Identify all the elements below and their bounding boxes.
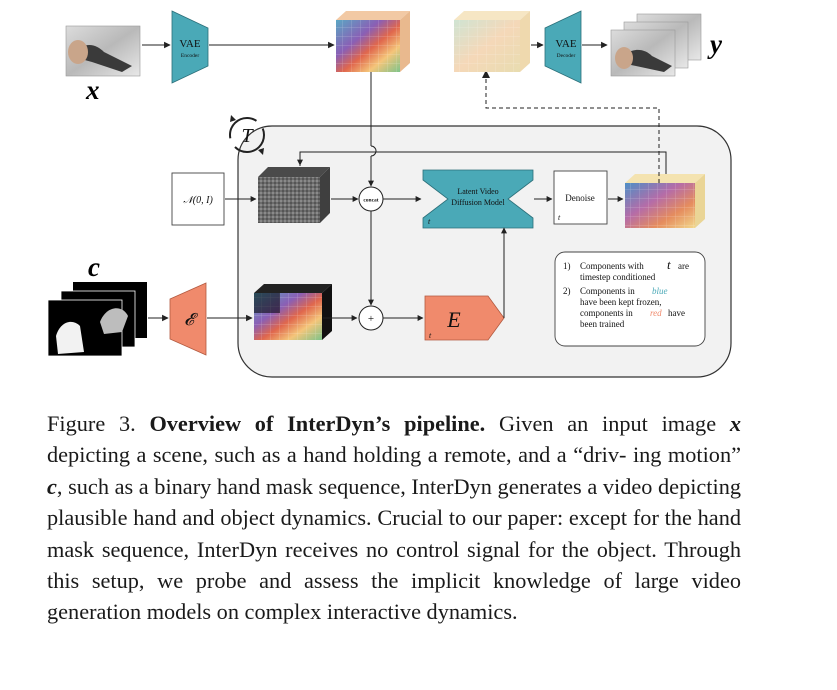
caption-line-2: depicting a scene, such as a hand holdin… bbox=[47, 442, 627, 468]
caption-line-3a: ing motion” bbox=[632, 442, 741, 468]
image-latent-cube bbox=[336, 11, 410, 72]
add-node: + bbox=[358, 305, 384, 331]
svg-text:T: T bbox=[241, 125, 254, 147]
svg-text:Denoise: Denoise bbox=[565, 193, 595, 203]
caption-line-6: receives no control signal for the objec… bbox=[47, 536, 741, 594]
svg-text:+: + bbox=[368, 313, 374, 325]
caption-line-7: probe and assess the implicit knowledge … bbox=[47, 568, 741, 625]
caption-line-1: Given an input image bbox=[499, 411, 717, 436]
output-symbol-y: y bbox=[707, 29, 723, 59]
svg-text:Latent Video: Latent Video bbox=[457, 187, 498, 196]
hand-mask-sequence bbox=[47, 282, 147, 357]
svg-text:1) Components with: 1) Components with t are timestep condit… bbox=[563, 257, 691, 329]
caption-line-8: models on complex interactive dynamics. bbox=[146, 599, 518, 625]
svg-text:𝒩(0, I): 𝒩(0, I) bbox=[183, 195, 213, 206]
svg-text:Encoder: Encoder bbox=[181, 53, 199, 59]
noise-source-box: 𝒩(0, I) bbox=[171, 172, 225, 226]
noisy-latent-cube bbox=[258, 167, 330, 223]
caption-label: Figure 3. bbox=[47, 411, 136, 436]
svg-text:concat: concat bbox=[363, 198, 378, 204]
svg-text:VAE: VAE bbox=[179, 38, 200, 50]
denoised-latent-cube bbox=[625, 174, 705, 228]
svg-text:VAE: VAE bbox=[555, 38, 576, 50]
figure-caption: Figure 3. Overview of InterDyn’s pipelin… bbox=[47, 408, 741, 628]
output-latent-cube bbox=[454, 11, 530, 72]
caption-title: Overview of InterDyn’s pipeline. bbox=[149, 411, 486, 436]
svg-text:Diffusion Model: Diffusion Model bbox=[451, 198, 505, 207]
svg-text:t: t bbox=[558, 213, 561, 222]
output-video-y bbox=[610, 13, 702, 77]
denoise-step-box: Denoise t bbox=[553, 170, 608, 225]
vae-decoder: VAE Decoder bbox=[544, 10, 582, 84]
condition-latent-cube bbox=[254, 284, 332, 340]
condition-symbol-c: c bbox=[88, 252, 100, 282]
timestep-loop-icon: T bbox=[229, 115, 265, 155]
input-symbol-x: x bbox=[85, 75, 100, 105]
svg-text:t: t bbox=[428, 217, 431, 226]
caption-line-4: generates a video depicting plausible ha… bbox=[47, 473, 741, 531]
caption-symbol-c: c bbox=[47, 473, 57, 499]
svg-text:E: E bbox=[446, 307, 461, 332]
input-image-x bbox=[65, 25, 141, 77]
condition-encoder-script-e: 𝓔 bbox=[169, 282, 207, 356]
pipeline-diagram: x VAE Encoder T 𝒩(0, I) bbox=[47, 10, 732, 378]
control-encoder-E: E t bbox=[424, 295, 505, 341]
caption-line-5: Crucial to our paper: except for the han… bbox=[47, 505, 741, 562]
legend-box: 1) Components with t are timestep condit… bbox=[554, 251, 706, 347]
svg-text:Decoder: Decoder bbox=[557, 53, 576, 59]
caption-symbol-x: x bbox=[729, 411, 741, 436]
caption-line-3b: , such as a binary hand mask sequence, I… bbox=[56, 473, 492, 499]
concat-node: concat bbox=[358, 186, 384, 212]
svg-text:t: t bbox=[429, 331, 432, 340]
vae-encoder: VAE Encoder bbox=[171, 10, 209, 84]
latent-video-diffusion-model: Latent Video Diffusion Model t bbox=[422, 169, 534, 229]
